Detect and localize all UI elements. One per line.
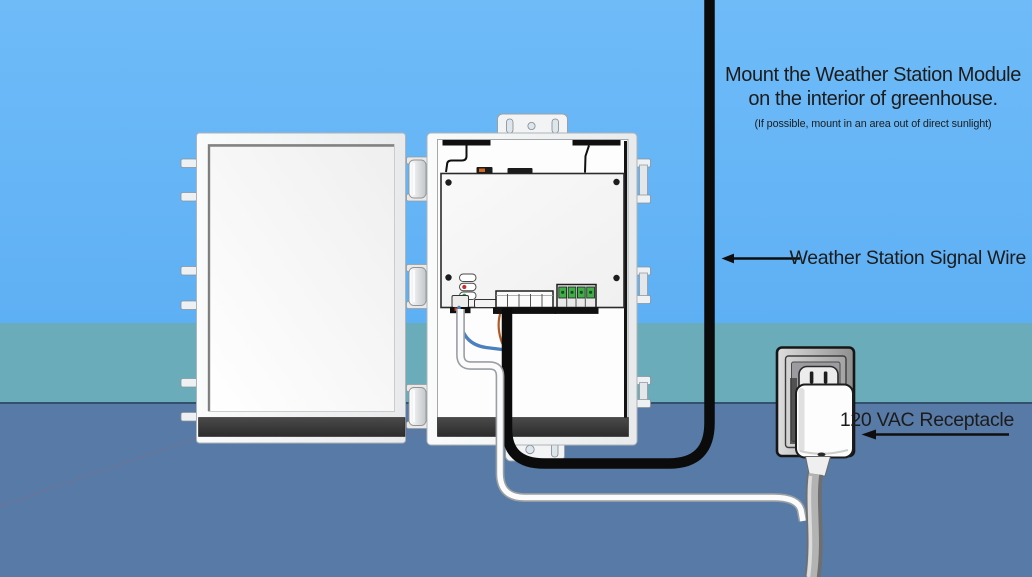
- door-panel-shadow: [207, 144, 394, 411]
- top-mounting-bracket: [497, 113, 568, 139]
- hinge: [406, 156, 429, 202]
- bottom-edge-component: [474, 299, 498, 308]
- red-led: [462, 284, 467, 290]
- door-latch-tabs: [180, 158, 198, 422]
- instruction-line1: Mount the Weather Station Module: [725, 64, 1021, 86]
- signal-wire-label: Weather Station Signal Wire: [789, 247, 1027, 269]
- internal-wire-right: [584, 145, 590, 173]
- enclosure-door: [180, 132, 406, 444]
- door-inner-panel: [208, 144, 395, 412]
- box-latch-brackets: [635, 158, 651, 408]
- module-power-cable: [456, 309, 808, 522]
- power-plug: [795, 383, 854, 477]
- signal-wire-arrow-icon: [721, 253, 800, 264]
- outlet-slot-left: [809, 371, 814, 384]
- terminal-block-white: [493, 290, 556, 314]
- board-top-connectors: [476, 167, 533, 174]
- outlet-slot-right: [823, 371, 828, 384]
- plug-cord: [804, 472, 823, 577]
- box-top-rail-right: [572, 140, 621, 146]
- box-vent-strip: [437, 417, 629, 437]
- circuit-board: [440, 167, 625, 314]
- board-screws: [445, 178, 620, 282]
- weather-station-signal-wire: [501, 0, 715, 469]
- instruction-line2: on the interior of greenhouse.: [748, 87, 998, 110]
- plug-neck: [804, 456, 832, 477]
- terminal-block-green: [554, 283, 599, 314]
- instruction-note: (If possible, mount in an area out of di…: [754, 118, 992, 130]
- box-top-rail-left: [442, 140, 491, 146]
- receptacle-label: 120 VAC Receptacle: [839, 409, 1014, 431]
- mounting-instruction: Mount the Weather Station Module on the …: [703, 64, 1032, 130]
- receptacle: [775, 346, 856, 477]
- plug-shadow: [790, 378, 797, 444]
- hinge: [406, 384, 429, 429]
- receptacle-arrow-icon: [861, 429, 1009, 440]
- door-vent-strip: [198, 417, 406, 437]
- internal-wire-left: [445, 145, 468, 173]
- hinge: [406, 264, 429, 309]
- door-hinges: [406, 156, 429, 429]
